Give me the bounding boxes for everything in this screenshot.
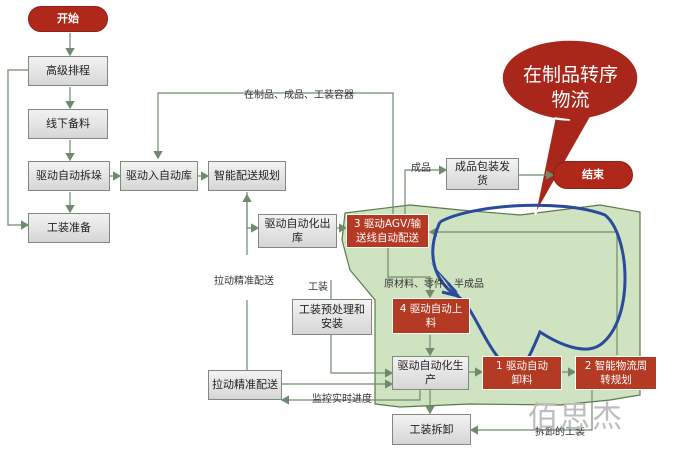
pull-precise-delivery-node: 拉动精准配送	[208, 370, 282, 400]
edge-label-monitor-progress: 监控实时进度	[312, 394, 372, 405]
auto-production-node: 驱动自动化生产	[392, 356, 469, 390]
tooling-disassembly-node: 工装拆卸	[392, 414, 471, 445]
offline-prep-node: 线下备料	[28, 109, 108, 139]
auto-unloading-node: 1 驱动自动卸料	[482, 356, 562, 390]
edge-label-wip-products-tooling: 在制品、成品、工装容器	[244, 90, 354, 101]
auto-out-storage-node: 驱动自动化出库	[258, 214, 337, 248]
tooling-preprocess-node: 工装预处理和安装	[292, 299, 372, 335]
smart-delivery-planning-node: 智能配送规划	[208, 161, 286, 191]
watermark: 佰思杰	[528, 400, 624, 435]
start-node: 开始	[28, 6, 108, 32]
finished-packaging-node: 成品包装发货	[446, 158, 519, 190]
edge-label-finished: 成品	[411, 163, 431, 174]
auto-into-storage-node: 驱动入自动库	[120, 161, 198, 191]
edge-label-removed-tooling: 拆卸的工装	[535, 427, 585, 438]
callout-text: 在制品转序物流	[522, 64, 618, 111]
auto-unstack-node: 驱动自动拆垛	[28, 161, 110, 191]
edge-label-tooling: 工装	[308, 282, 328, 293]
edge-label-materials: 原材料、零件、半成品	[384, 279, 484, 290]
advanced-scheduling-node: 高级排程	[28, 56, 108, 86]
smart-logistics-node: 2 智能物流周转规划	[575, 356, 657, 390]
agv-conveyor-node: 3 驱动AGV/输送线自动配送	[346, 214, 429, 248]
auto-loading-node: 4 驱动自动上料	[392, 298, 470, 334]
end-node: 结束	[553, 161, 633, 189]
tooling-prep-node: 工装准备	[28, 213, 110, 243]
edge-label-pull-precise-delivery: 拉动精准配送	[214, 276, 274, 287]
callout-bubble	[501, 39, 639, 216]
